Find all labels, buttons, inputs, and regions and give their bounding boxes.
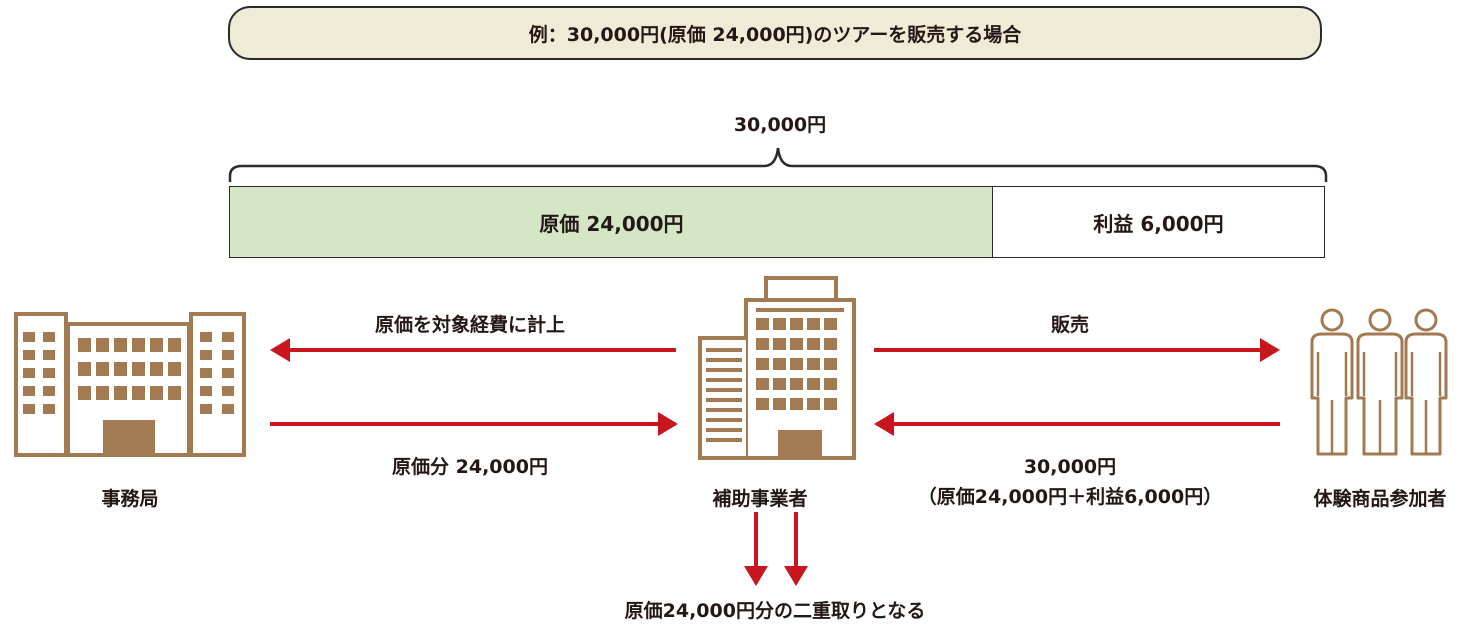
banner-text: 例：30,000円(原価 24,000円)のツアーを販売する場合: [528, 23, 1022, 46]
flow-label-cost-claimed: 原価を対象経費に計上: [374, 314, 565, 336]
flow-label-payment-line2: （原価24,000円＋利益6,000円）: [917, 486, 1223, 508]
flow-label-payment-line1: 30,000円: [1023, 456, 1117, 478]
actor-label-participants: 体験商品参加者: [1313, 488, 1447, 510]
flow-label-sale: 販売: [1050, 314, 1089, 336]
profit-segment: 利益 6,000円: [992, 186, 1325, 258]
actor-label-operator: 補助事業者: [712, 488, 808, 510]
example-banner: 例：30,000円(原価 24,000円)のツアーを販売する場合: [228, 6, 1322, 60]
arrow-to-office-top: [270, 338, 676, 362]
cost-segment: 原価 24,000円: [229, 186, 994, 258]
down-arrow-right: [784, 512, 808, 586]
total-price-label: 30,000円: [733, 114, 827, 136]
conclusion-text: 原価24,000円分の二重取りとなる: [624, 600, 926, 622]
arrow-from-participants: [874, 412, 1280, 436]
flow-label-cost-paid: 原価分 24,000円: [392, 456, 548, 478]
arrow-to-participants: [874, 338, 1280, 362]
profit-segment-label: 利益 6,000円: [1093, 211, 1224, 236]
actor-label-office: 事務局: [101, 488, 159, 510]
down-arrow-left: [744, 512, 768, 586]
cost-segment-label: 原価 24,000円: [539, 211, 684, 236]
arrow-to-operator-bottom: [270, 412, 678, 436]
